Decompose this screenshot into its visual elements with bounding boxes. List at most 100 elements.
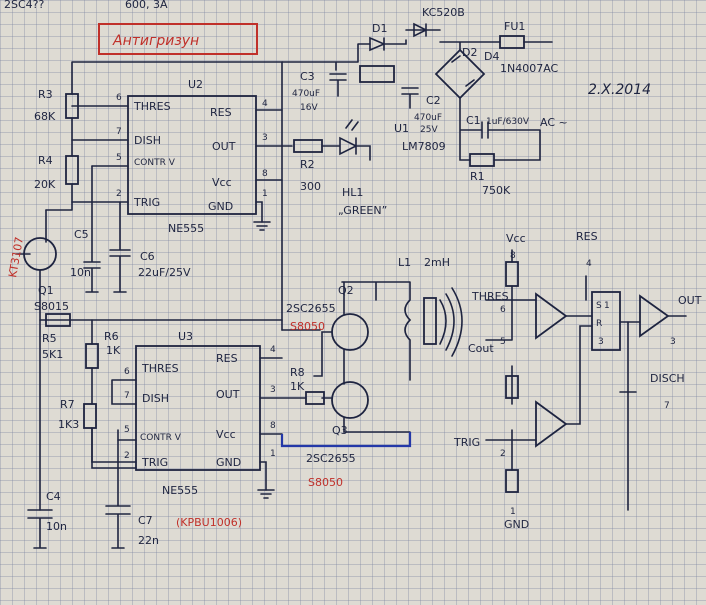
u3-pin2-num: 2: [124, 451, 130, 461]
q2-label: Q2: [338, 284, 354, 297]
q1-alt-type: KT3107: [6, 236, 26, 279]
c1-value: 1uF/630V: [486, 117, 530, 127]
c6-capacitor: [109, 201, 131, 293]
u3-pin6-num: 6: [124, 367, 130, 377]
r3-label: R3: [38, 88, 53, 101]
q2-transistor: [331, 313, 369, 351]
u3-pin2-label: TRIG: [141, 456, 168, 469]
c4-capacitor: [27, 509, 53, 549]
c4-value: 10n: [46, 520, 67, 533]
r6-label: R6: [104, 330, 119, 343]
r4-value: 20K: [34, 178, 56, 191]
u2-pin5-num: 5: [116, 153, 122, 163]
c2-voltage: 25V: [420, 125, 438, 135]
c7-label: C7: [138, 514, 153, 527]
r4-resistor: [65, 155, 79, 185]
flipflop-r-label: R: [596, 319, 602, 329]
c7-capacitor: [105, 429, 131, 549]
u3-pin5-label: CONTR V: [140, 433, 182, 443]
q1-label: Q1: [38, 284, 54, 297]
u2-pin8-label: Vcc: [212, 176, 232, 189]
u2-pin7-label: DISH: [134, 134, 161, 147]
bridge-diode-marks: [451, 55, 475, 87]
block-disch-pin: 7: [664, 401, 670, 411]
block-thres-pin: 6: [500, 305, 506, 315]
r8-resistor: [305, 391, 325, 405]
top-cut-mid-text: 600, 3A: [125, 0, 168, 11]
block-res-label: RES: [576, 230, 598, 243]
u3-pin8-label: Vcc: [216, 428, 236, 441]
hl1-light-rays: [345, 119, 359, 131]
r8-label: R8: [290, 366, 305, 379]
u2-pin7-num: 7: [116, 127, 122, 137]
hl1-value: „GREEN”: [338, 204, 387, 217]
d1-label: D1: [372, 22, 387, 35]
r5-value: 5K1: [42, 348, 63, 361]
r3-resistor: [65, 93, 79, 119]
u3-left-pin-wires: [91, 379, 137, 463]
r5-network-wires: [39, 319, 283, 511]
r2-label: R2: [300, 158, 315, 171]
u2-pin6-label: THRES: [133, 100, 171, 113]
block-trig-pin: 2: [500, 449, 506, 459]
block-resistor-mid: [505, 375, 519, 399]
l1-label: L1: [398, 256, 411, 269]
r6-value: 1K: [106, 344, 121, 357]
q3-label: Q3: [332, 424, 348, 437]
block-vcc-pin: 8: [510, 251, 516, 261]
r3-value: 68K: [34, 110, 56, 123]
r5-label: R5: [42, 332, 57, 345]
u3-chip-body: [135, 345, 261, 471]
r8-value: 1K: [290, 380, 305, 393]
c5-value: 10n: [70, 266, 91, 279]
c2-capacitor: [401, 87, 419, 109]
c5-capacitor: [83, 165, 101, 293]
u2-pin2-num: 2: [116, 189, 122, 199]
u2-pin4-label: RES: [210, 106, 232, 119]
block-gnd-label: GND: [504, 518, 529, 531]
u2-name: U2: [188, 78, 203, 91]
u2-chip-body: [127, 95, 257, 215]
flipflop-s-label: S: [596, 301, 602, 311]
fu1-fuse: [499, 35, 525, 49]
comparator-upper: [535, 292, 568, 340]
q3-type: 2SC2655: [306, 452, 356, 465]
c1-r1-wires: [459, 97, 541, 161]
c3-label: C3: [300, 70, 315, 83]
c1-ac-label: AC ~: [540, 116, 568, 129]
top-cut-left-text: 2SC4??: [4, 0, 44, 11]
q3-transistor: [331, 381, 369, 419]
hl1-led: [321, 136, 371, 161]
r5-resistor: [45, 313, 71, 327]
block-disch-label: DISCH: [650, 372, 685, 385]
flipflop-1-label: 1: [604, 301, 610, 311]
block-cout-label: Cout: [468, 342, 494, 355]
q1-type: S8015: [34, 300, 69, 313]
flipflop-q-label: 3: [598, 337, 604, 347]
page-title: Антигризун: [112, 33, 199, 49]
r7-value: 1K3: [58, 418, 79, 431]
u3-pin8-num: 8: [270, 421, 276, 431]
c3-capacitor: [329, 73, 347, 97]
u1-label: U1: [394, 122, 409, 135]
u3-pin1-label: GND: [216, 456, 241, 469]
u2-type: NE555: [168, 222, 204, 235]
u3-pin3-label: OUT: [216, 388, 240, 401]
u2-pin4-num: 4: [262, 99, 268, 109]
kc520b-label: KC520B: [422, 6, 465, 19]
block-out-label: OUT: [678, 294, 702, 307]
u3-pin5-num: 5: [124, 425, 130, 435]
block-trig-label: TRIG: [453, 436, 480, 449]
u2-pin1-label: GND: [208, 200, 233, 213]
l1-value: 2mH: [424, 256, 450, 269]
r7-label: R7: [60, 398, 75, 411]
u3-pin4-label: RES: [216, 352, 238, 365]
u2-gnd-symbol: [253, 221, 271, 231]
d4-label: D4: [484, 50, 499, 63]
date-text: 2.X.2014: [588, 82, 651, 98]
u2-pin2-label: TRIG: [133, 196, 160, 209]
u3-gnd-symbol: [257, 489, 275, 499]
ground-bus-blue: [280, 432, 412, 448]
